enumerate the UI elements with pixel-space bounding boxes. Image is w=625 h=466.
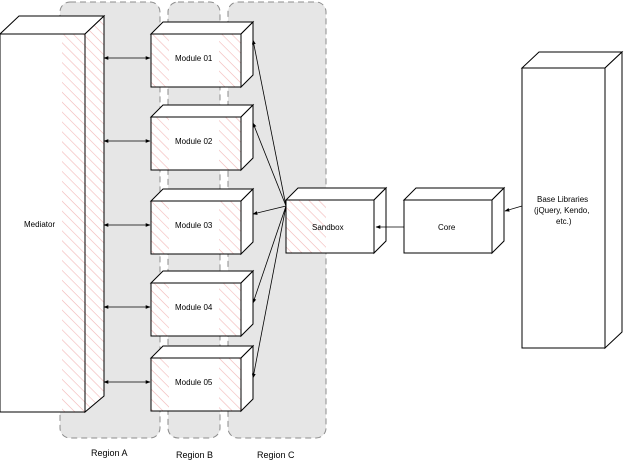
region-a-label: Region A (91, 448, 128, 458)
sandbox-label: Sandbox (312, 223, 344, 232)
mediator-box: Mediator (0, 14, 106, 414)
module-box-5: Module 05 (149, 344, 255, 413)
arrow-sandbox-module-5 (251, 205, 287, 379)
mediator-label: Mediator (24, 220, 55, 229)
core-box: Core (402, 186, 506, 255)
base-libraries-label-line3: etc.) (556, 217, 572, 226)
module-label-2: Module 02 (175, 137, 213, 146)
base-libraries-box: Base Libraries (jQuery, Kendo, etc.) (520, 50, 624, 350)
arrow-sandbox-module-1 (251, 39, 287, 207)
module-label-4: Module 04 (175, 303, 213, 312)
module-box-3: Module 03 (149, 187, 255, 256)
region-b-label: Region B (176, 450, 213, 460)
connectors-group (103, 39, 523, 384)
base-libraries-label-line2: (jQuery, Kendo, (534, 206, 589, 215)
modules-group: Module 01 Module 02 Module 03 Module 04 Modu… (149, 20, 255, 413)
region-c-label: Region C (257, 450, 295, 460)
arrow-sandbox-module-3 (252, 205, 287, 215)
module-label-3: Module 03 (175, 221, 213, 230)
module-box-1: Module 01 (149, 20, 255, 89)
module-label-5: Module 05 (175, 378, 213, 387)
arrow-sandbox-module-4 (252, 205, 287, 304)
core-label: Core (438, 223, 456, 232)
module-label-1: Module 01 (175, 54, 213, 63)
arrow-sandbox-module-2 (252, 122, 287, 207)
module-box-4: Module 04 (149, 269, 255, 338)
module-box-2: Module 02 (149, 103, 255, 172)
sandbox-box: Sandbox (284, 186, 388, 255)
arrow-baselibs-to-core (504, 205, 523, 212)
base-libraries-label-line1: Base Libraries (537, 195, 588, 204)
